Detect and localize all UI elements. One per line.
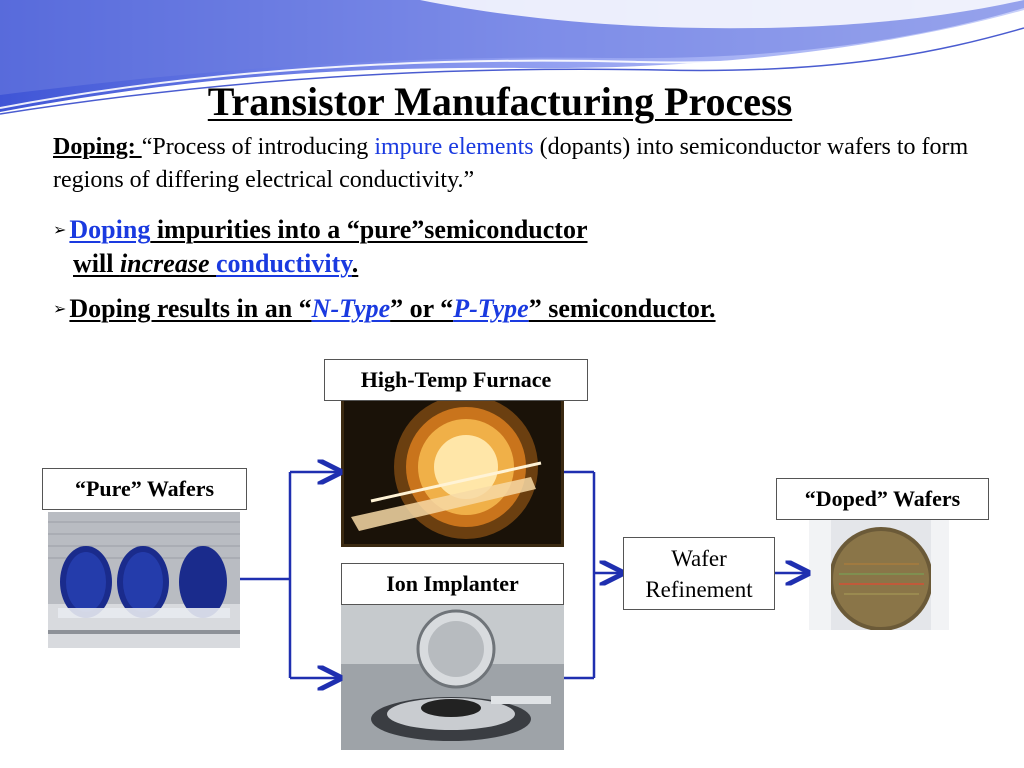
ion-implanter-label: Ion Implanter xyxy=(341,563,564,605)
definition-text-before: “Process of introducing xyxy=(141,134,375,160)
furnace-label: High-Temp Furnace xyxy=(324,359,588,401)
header-wave-decoration xyxy=(0,0,1024,115)
furnace-photo xyxy=(341,397,564,547)
definition-text-after: (dopants) into semiconductor wafers to f… xyxy=(53,134,969,193)
bullet-2-text-b: ” or “ xyxy=(390,294,454,323)
definition-term: Doping: xyxy=(53,134,142,160)
bullet-1: ➢Doping impurities into a “pure”semicond… xyxy=(53,213,953,281)
bullet-1-period: . xyxy=(351,249,359,278)
refinement-line-2: Refinement xyxy=(645,576,753,602)
pure-wafers-label: “Pure” Wafers xyxy=(42,468,247,510)
bullet-2: ➢Doping results in an “N-Type” or “P-Typ… xyxy=(53,292,953,326)
bullet-1-increase: increase xyxy=(119,249,210,278)
pure-wafers-photo xyxy=(48,512,240,648)
ion-implanter-photo xyxy=(341,604,564,750)
doping-definition: Doping: “Process of introducing impure e… xyxy=(53,131,993,197)
wafer-refinement-box: Wafer Refinement xyxy=(623,537,775,610)
bullet-1-conductivity: conductivity xyxy=(216,249,352,278)
slide-title: Transistor Manufacturing Process xyxy=(207,79,793,124)
bullet-2-text-c: ” semiconductor. xyxy=(528,294,716,323)
doped-wafers-photo xyxy=(809,519,949,630)
bullet-2-text-a: Doping results in an “ xyxy=(69,294,312,323)
refinement-line-1: Wafer xyxy=(671,545,727,571)
bullet-1-text: impurities into a “pure”semiconductor xyxy=(150,215,588,244)
definition-highlight: impure elements xyxy=(374,134,534,160)
bullet-arrow-icon: ➢ xyxy=(53,220,67,239)
doped-wafers-label: “Doped” Wafers xyxy=(776,478,989,520)
bullet-2-ntype: N-Type xyxy=(311,294,391,323)
bullet-1-will: will xyxy=(73,249,120,278)
bullet-2-ptype: P-Type xyxy=(453,294,529,323)
bullet-1-doping: Doping xyxy=(69,215,151,244)
bullet-arrow-icon: ➢ xyxy=(53,299,67,318)
